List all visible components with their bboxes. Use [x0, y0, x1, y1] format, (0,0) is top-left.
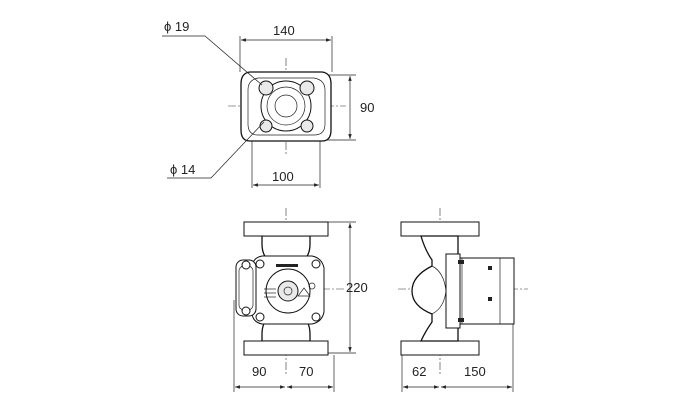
label-hole-small: ϕ 14	[170, 162, 195, 177]
bore-mid	[266, 86, 306, 126]
bolt-hole-bottom-right	[300, 119, 314, 133]
bolt-hole-top-left	[258, 80, 274, 96]
motor-collar-side	[445, 253, 461, 329]
brand-label	[276, 264, 298, 267]
top-flange-side	[400, 221, 480, 237]
front-view: 220 90 70	[233, 208, 368, 392]
leader-large-hole	[162, 35, 263, 86]
flange-inner-outline	[247, 77, 326, 136]
bottom-flange-side	[400, 340, 480, 356]
motor-block-side	[455, 257, 515, 325]
label-side-right: 150	[464, 364, 486, 379]
terminal-box	[235, 259, 257, 317]
top-flange-front	[243, 221, 329, 237]
bolt-hole-top-right	[299, 80, 315, 96]
label-front-height: 220	[346, 280, 368, 295]
label-hole-large: ϕ 19	[164, 19, 189, 34]
label-front-right: 70	[299, 364, 313, 379]
label-hole-spacing: 100	[272, 169, 294, 184]
bolt-hole-bottom-left	[259, 119, 273, 133]
motor-cap-inner	[277, 280, 299, 302]
label-top-width: 140	[273, 23, 295, 38]
side-view: 62 150	[398, 208, 528, 392]
bore-inner	[274, 94, 298, 118]
label-front-left: 90	[252, 364, 266, 379]
leader-small-hole	[167, 121, 265, 179]
label-side-left: 62	[412, 364, 426, 379]
label-top-height: 90	[360, 100, 374, 115]
bottom-flange-front	[243, 340, 329, 356]
top-view: ϕ 19 ϕ 14 140 90 100	[162, 19, 374, 188]
bore-outer	[260, 80, 312, 132]
